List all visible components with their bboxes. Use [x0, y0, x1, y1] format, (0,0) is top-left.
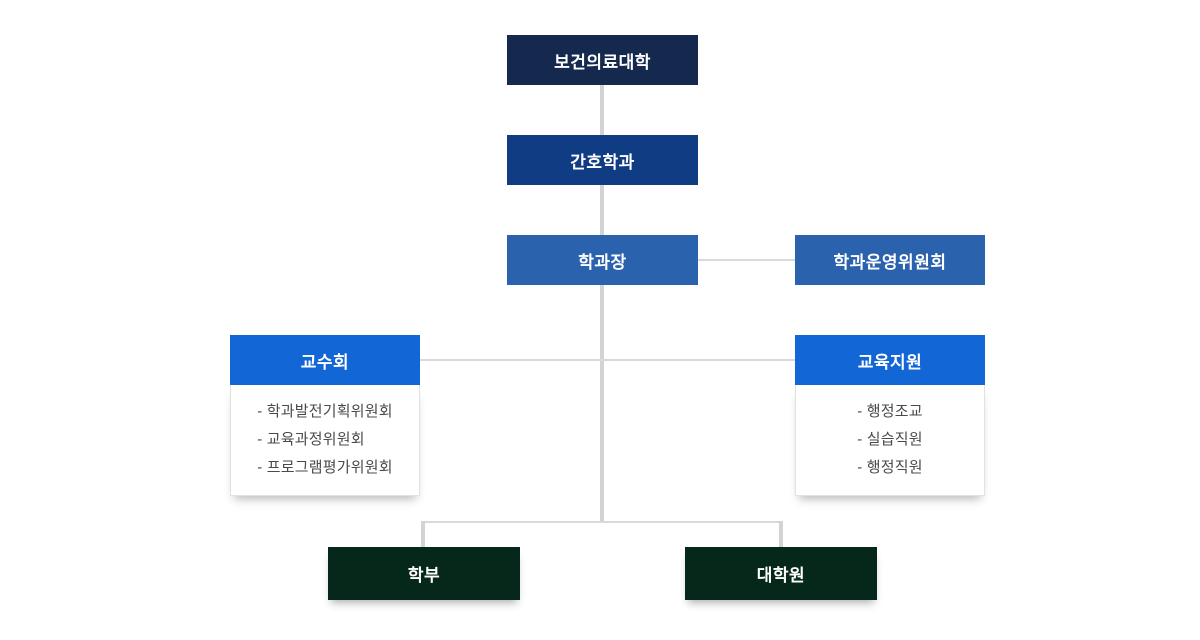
connector-drop-undergraduate: [421, 521, 425, 547]
list-item: - 실습직원: [857, 431, 923, 448]
education-support-list: - 행정조교 - 실습직원 - 행정직원: [857, 398, 923, 482]
faculty-council-list: - 학과발전기획위원회 - 교육과정위원회 - 프로그램평가위원회: [257, 398, 393, 482]
panel-faculty-council-body: - 학과발전기획위원회 - 교육과정위원회 - 프로그램평가위원회: [230, 385, 420, 496]
panel-faculty-council-header: 교수회: [230, 335, 420, 385]
list-item: - 교육과정위원회: [257, 431, 365, 448]
connector-faculty-support: [420, 359, 795, 361]
node-undergraduate: 학부: [328, 547, 520, 600]
connector-drop-graduate: [779, 521, 783, 547]
connector-head-bottom: [600, 285, 604, 523]
node-department-head: 학과장: [507, 235, 698, 285]
connector-dept-head: [600, 185, 604, 235]
node-department: 간호학과: [507, 135, 698, 185]
list-item: - 학과발전기획위원회: [257, 403, 393, 420]
list-item: - 행정직원: [857, 459, 923, 476]
connector-root-dept: [600, 85, 604, 135]
connector-head-committee: [698, 259, 795, 261]
list-item: - 프로그램평가위원회: [257, 459, 393, 476]
connector-bottom-horizontal: [421, 521, 783, 523]
panel-education-support-header: 교육지원: [795, 335, 985, 385]
panel-education-support-body: - 행정조교 - 실습직원 - 행정직원: [795, 385, 985, 496]
node-college: 보건의료대학: [507, 35, 698, 85]
list-item: - 행정조교: [857, 403, 923, 420]
node-graduate-school: 대학원: [685, 547, 877, 600]
node-steering-committee: 학과운영위원회: [795, 235, 985, 285]
